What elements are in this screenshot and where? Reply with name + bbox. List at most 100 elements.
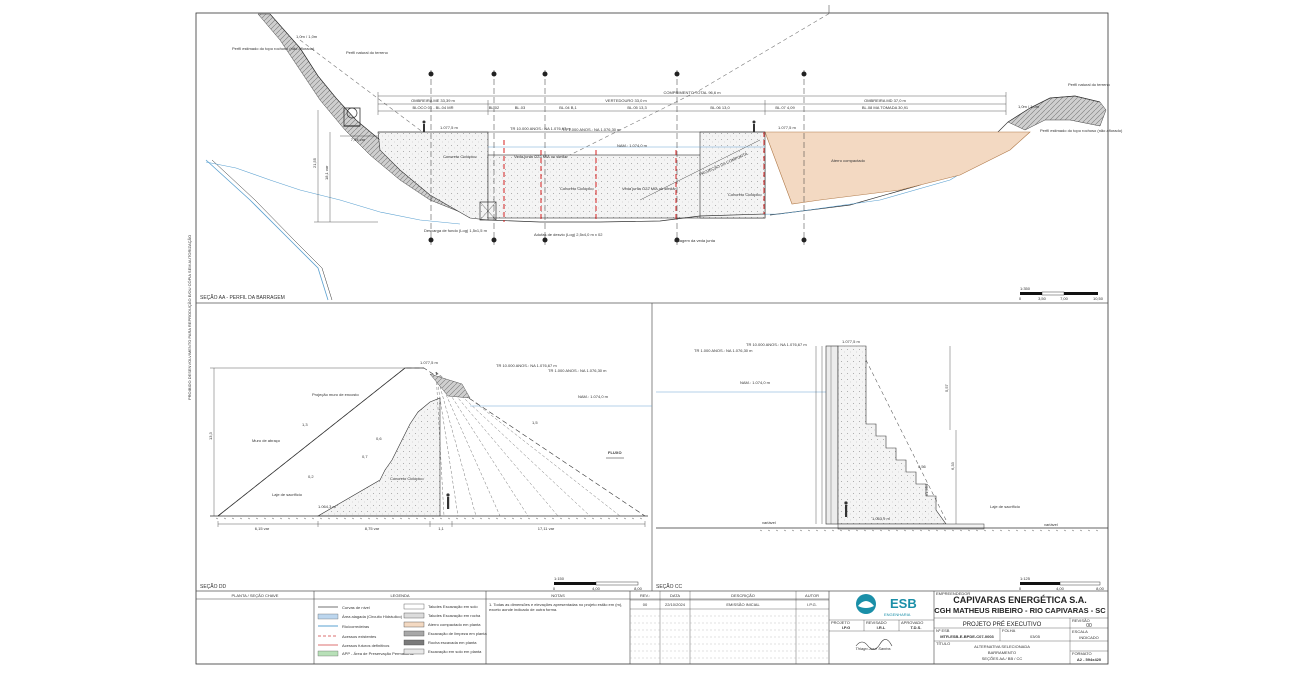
crest-cc: 1.077,5 m <box>842 339 860 344</box>
scale-bar-aa <box>1020 291 1098 296</box>
dim-c-cc: 0,56 <box>918 464 927 469</box>
bl08: BL.08 MA TOMADA 30,91 <box>862 105 909 110</box>
legend-left-3: Acessos existentes <box>342 634 376 639</box>
person-icon-dd <box>446 493 450 509</box>
bl07: BL.07 4,09 <box>775 105 795 110</box>
scale-tick-dd-1: 4,00 <box>592 586 601 591</box>
bottom-discharge: Descarga de fundo (Log) 1,5x1,5 m <box>424 228 488 233</box>
river-left <box>205 159 329 301</box>
company-label: EMPREENDEDOR <box>936 591 970 596</box>
river-left-2 <box>211 159 333 301</box>
title-label: TÍTULO <box>936 641 950 646</box>
bottom-block <box>196 591 935 664</box>
sheet-value: 03/05 <box>1030 634 1041 639</box>
stream-left <box>205 161 461 225</box>
sacrifice-slab-cc-label: Laje de sacrifício <box>990 504 1021 509</box>
signature: Thiago José Santos <box>855 646 890 651</box>
legend-swatches-right <box>403 603 425 655</box>
step-06: 0,6 <box>376 436 382 441</box>
total-length: COMPRIMENTO TOTAL 96,6 m <box>663 90 721 95</box>
legend-left-1: Área alagada (Circuito Hidráulico) <box>342 614 403 619</box>
scale-label-aa: 1:350 <box>1020 286 1031 291</box>
natural-profile-right: Perfil natural do terreno <box>1068 82 1111 87</box>
notes-body: 1. Todas as dimensões e elevações aprese… <box>489 602 622 612</box>
legend-left-2: Rio/corredeiras <box>342 624 369 629</box>
title-block-lines <box>934 617 1108 664</box>
bottom-discharge-structure <box>479 201 497 221</box>
dim-w: 7,54 var <box>351 137 366 142</box>
legend-right-2: Aterro compactado em planta <box>428 622 481 627</box>
revision-table <box>630 591 829 664</box>
scale-label-cc: 1:125 <box>1020 576 1031 581</box>
tr10000-aa: TR 10.000 ANOS.: NA 1.076,67 m <box>510 126 571 131</box>
section-cut-markers <box>430 70 805 245</box>
variable-right: variável <box>1044 522 1058 527</box>
concrete-right: Concreto Ciclópico <box>728 192 762 197</box>
legend-left-0: Curvas de nível <box>342 605 370 610</box>
bl05: BL.05 13,3 <box>627 105 647 110</box>
legend-right-3: Escavação de limpeza em planta <box>428 631 487 636</box>
scale-value: INDICADO <box>1079 635 1099 640</box>
section-aa-title: SEÇÃO AA - PERFIL DA BARRAGEM <box>200 294 285 301</box>
bl04: BL.04 B,1 <box>559 105 577 110</box>
scale-tick-dd-0: 0 <box>553 586 556 591</box>
bl02: BL.02 <box>489 105 500 110</box>
concrete-mid: Concreto Ciclópico <box>560 186 594 191</box>
dimension-lines-top <box>377 92 1007 115</box>
concrete-left: Concreto Ciclópico <box>443 154 477 159</box>
dashed-outline-cc <box>865 359 947 521</box>
scale-tick-cc-2: 8,00 <box>1096 586 1105 591</box>
dimension-lines-left <box>314 110 378 223</box>
scale-label: ESCALA <box>1072 629 1088 634</box>
wall-cc <box>825 345 839 525</box>
scale-tick-dd-2: 8,00 <box>634 586 643 591</box>
section-cc-title: SEÇÃO CC <box>656 583 683 590</box>
slope-right: 1,0m / 1,0m <box>1018 104 1040 109</box>
esb-logo <box>856 594 876 614</box>
projection-wall: Projeção muro de encosto <box>312 392 359 397</box>
step-02: 0,2 <box>308 474 314 479</box>
format-value: A2 - 594x420 <box>1077 657 1102 662</box>
rev-cell-0-1: 22/10/2024 <box>665 602 686 607</box>
scale-tick-aa-0: 0 <box>1019 296 1022 301</box>
legend-swatches-left <box>317 606 339 657</box>
number-value: MTR-ESB-E-BPDE-C07-0003 <box>940 634 994 639</box>
section-dd-title: SEÇÃO DD <box>200 583 227 590</box>
nam-aa: NAM.: 1.074,0 m <box>617 143 648 148</box>
spillway: VERTEDOURO 33,0 m <box>605 98 647 103</box>
rev-cell-0-2: EMISSÃO INICIAL <box>726 602 760 607</box>
right-abutment: OMBREIRA MD 37,0 m <box>864 98 906 103</box>
logo-text: ESB <box>890 596 917 611</box>
bl03: BL.03 <box>515 105 526 110</box>
signature-block <box>829 619 934 632</box>
dam-foundation-line <box>487 213 766 223</box>
dim-b2: 8,75 var <box>365 526 380 531</box>
sheet-label: FOLHA <box>1002 628 1016 633</box>
dim-b3: 1,1 <box>438 526 444 531</box>
step-07: 0,7 <box>362 454 368 459</box>
legend-right-5: Escavação em solo em planta <box>428 649 482 654</box>
bl06: BL.06 13,0 <box>710 105 730 110</box>
reviewed-value: I.R.L <box>877 625 886 630</box>
crest-dd: 1.077,5 m <box>420 360 438 365</box>
scale-tick-aa-3: 10,50 <box>1093 296 1104 301</box>
number-label: Nº ESB <box>936 628 950 633</box>
scale-bar-dd <box>554 581 639 586</box>
project: CGH MATHEUS RIBEIRO - RIO CAPIVARAS - SC <box>934 606 1106 615</box>
dim-b4: 17,11 var <box>538 526 555 531</box>
legend-right-1: Taludes Escavação em rocha <box>428 613 481 618</box>
ground-soil-cc <box>760 529 1100 532</box>
dim-b1: 6,15 var <box>255 526 270 531</box>
person-icon-cc <box>844 501 848 517</box>
gate-projection <box>639 139 761 201</box>
dim-d-cc: #1,964 <box>924 483 929 496</box>
dim-h2: 18,1 var <box>324 165 329 180</box>
scale-tick-aa-1: 3,50 <box>1038 296 1047 301</box>
tr10000-dd: TR 10.000 ANOS.: NA 1.076,67 m <box>496 363 557 368</box>
section-aa: Aterro compactado PROJEÇÃO DA COMPORTA <box>200 12 1123 301</box>
legend-left-5: APP - Área de Preservação Permanente <box>342 651 415 656</box>
legend-right-4: Rocha escavada em planta <box>428 640 477 645</box>
section-cc: 5,57 6,33 0,56 #1,964 1.077,5 m TR 10.00… <box>656 339 1108 591</box>
fan-rock <box>429 373 471 399</box>
